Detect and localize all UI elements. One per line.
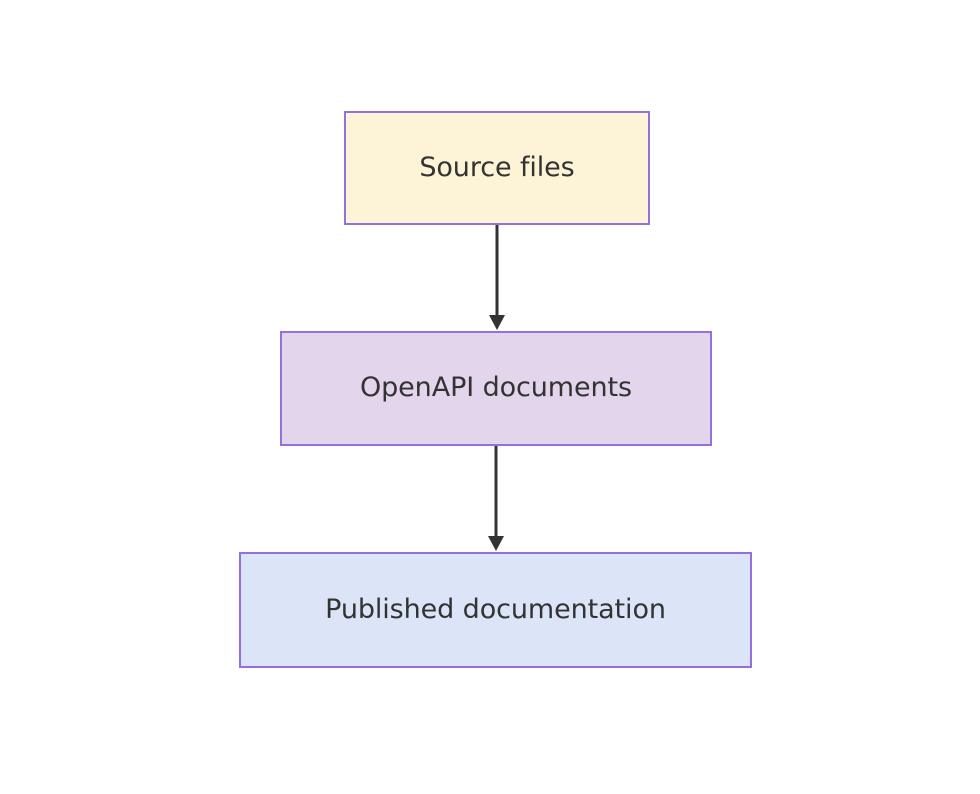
node-label-openapi-documents: OpenAPI documents — [359, 372, 632, 404]
arrowhead-icon-openapi-to-published — [488, 536, 504, 551]
arrowhead-icon-source-to-openapi — [489, 315, 505, 330]
node-label-source-files: Source files — [419, 151, 575, 183]
node-label-published-documentation: Published documentation — [325, 593, 666, 625]
flowchart-node-openapi-documents[interactable]: OpenAPI documents — [280, 331, 712, 446]
flowchart-node-published-documentation[interactable]: Published documentation — [239, 552, 752, 668]
edge-source-to-openapi — [489, 225, 505, 330]
edge-openapi-to-published — [488, 446, 504, 551]
flowchart-node-source-files[interactable]: Source files — [344, 111, 650, 225]
